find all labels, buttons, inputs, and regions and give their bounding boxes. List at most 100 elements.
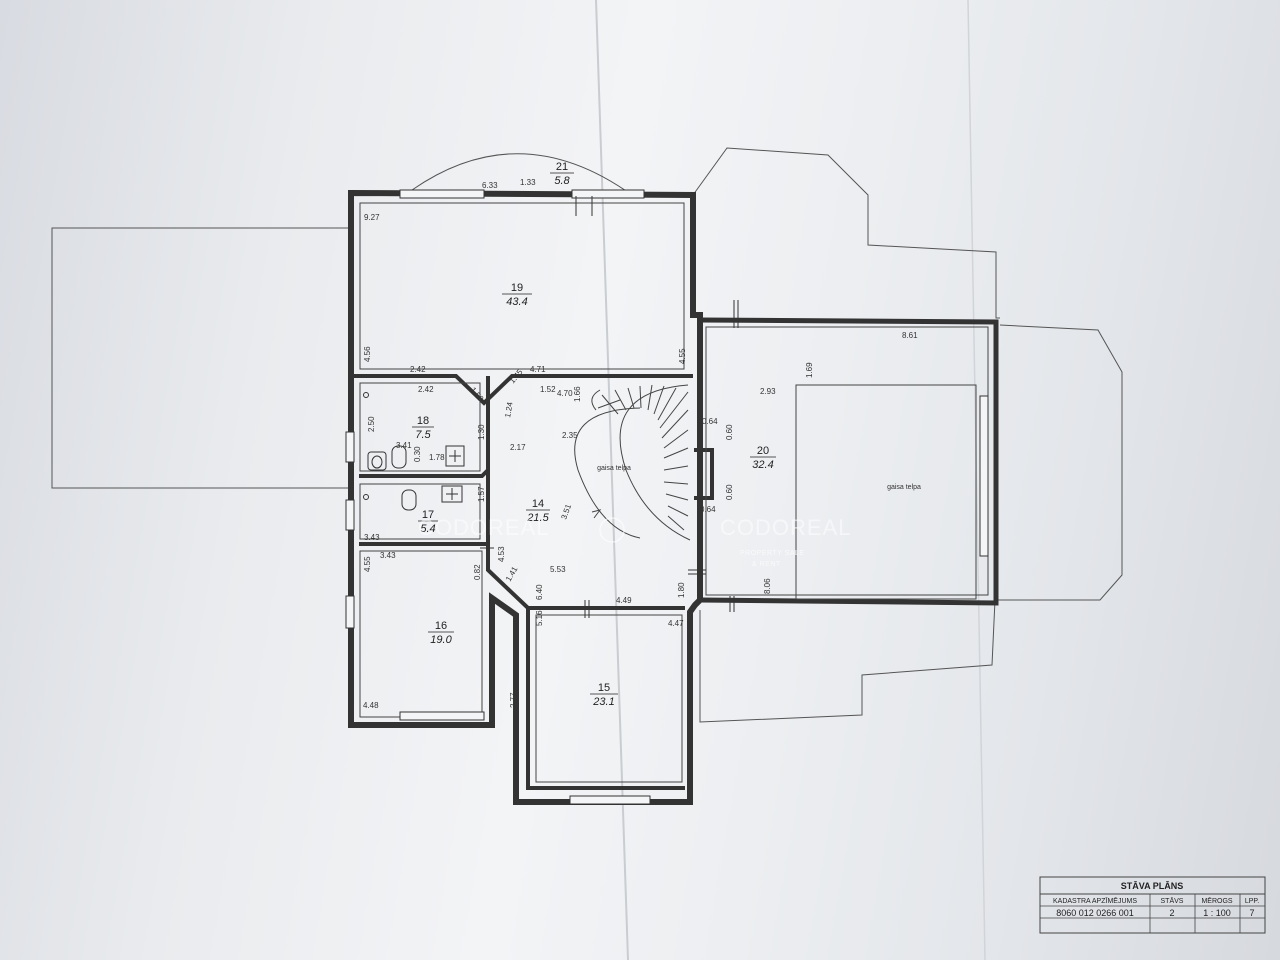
room-20-number: 20 (757, 445, 769, 457)
dim-label: 1.57 (477, 486, 486, 502)
dim-label: 2.17 (510, 443, 526, 452)
dim-label: 4.47 (668, 619, 684, 628)
void-label-stair: gaisa telpa (597, 465, 631, 472)
dim-label: 4.53 (497, 546, 506, 562)
dim-label: 3.43 (380, 551, 396, 560)
room-18-area: 7.5 (415, 429, 431, 441)
title-block-value-cadastre: 8060 012 0266 001 (1056, 908, 1134, 918)
dim-label: 1.24 (503, 401, 515, 418)
room-15-number: 15 (598, 682, 610, 694)
title-block-header-scale: MĒROGS (1201, 897, 1232, 905)
room-17-area: 5.4 (420, 523, 435, 535)
room-18-number: 18 (417, 415, 429, 427)
dim-label: 4.56 (363, 346, 372, 362)
main-walls (348, 189, 703, 805)
room-14-area: 21.5 (526, 512, 549, 524)
room-21-area: 5.8 (554, 175, 570, 187)
room-15-area: 23.1 (592, 696, 614, 708)
watermark: CODOREAL CODOREAL PROPERTY SALE & RENT (418, 515, 851, 568)
room-20-area: 32.4 (752, 459, 773, 471)
dim-label: 4.70 (557, 389, 573, 398)
room-19-label: 19 43.4 (502, 282, 532, 308)
sanitary-fixtures (363, 392, 465, 511)
dim-label: 6.33 (482, 181, 498, 190)
dim-label: 3.51 (559, 502, 573, 520)
bottom-right-outline (699, 599, 996, 723)
room-16-number: 16 (435, 620, 447, 632)
windows (345, 189, 989, 805)
dim-label: 8.06 (763, 578, 772, 594)
dim-label: 5.53 (550, 565, 566, 574)
room-19-number: 19 (511, 282, 523, 294)
inner-wall-liners (359, 202, 989, 783)
title-block-header-page: LPP. (1245, 898, 1259, 905)
dim-label: 1.69 (805, 362, 814, 378)
room-19-area: 43.4 (506, 296, 527, 308)
dim-label: 2.42 (418, 385, 434, 394)
dim-label: 4.55 (363, 556, 372, 572)
fold-line-vertical (595, 0, 629, 960)
room20-walls (699, 317, 999, 606)
watermark-brand-right: CODOREAL (720, 515, 851, 540)
watermark-tagline-2: & RENT (752, 561, 781, 568)
watermark-logo-icon (599, 517, 625, 543)
title-block: STĀVA PLĀNS KADASTRA APZĪMĒJUMS STĀVS MĒ… (1039, 876, 1266, 934)
door-marks (480, 196, 739, 618)
title-block-value-page: 7 (1249, 908, 1254, 918)
dim-label: 3.43 (364, 533, 380, 542)
dim-label: 1.30 (477, 424, 486, 440)
title-block-value-floor: 2 (1169, 908, 1174, 918)
title-block-header-floor: STĀVS (1161, 897, 1184, 905)
bay-window-arc (411, 153, 633, 196)
dim-label: 4.49 (616, 596, 632, 605)
right-wing-outline (996, 324, 1123, 601)
dim-label: 2.50 (367, 416, 376, 432)
dim-label: 0.64 (700, 505, 716, 514)
room-17-label: 175.4 (418, 509, 438, 535)
dim-label: 0.60 (725, 424, 734, 440)
dim-label: 4.55 (678, 348, 687, 364)
room-20-label: 20 32.4 (750, 445, 776, 471)
room-16-area: 19.0 (430, 634, 452, 646)
top-right-outline (692, 147, 1000, 319)
dim-label: 4.48 (363, 701, 379, 710)
dim-label: 1.80 (677, 582, 686, 598)
room-17-number: 17 (422, 509, 434, 521)
staircase (574, 384, 691, 541)
title-block-header-cadastre: KADASTRA APZĪMĒJUMS (1053, 897, 1137, 905)
dim-label: 0.82 (473, 564, 482, 580)
outline-shapes (51, 147, 1123, 723)
dim-label: 8.61 (902, 331, 918, 340)
room-21-label: 215.8 (550, 161, 574, 187)
room-16-label: 16 19.0 (428, 620, 454, 646)
dim-label: 6.40 (535, 584, 544, 600)
inner-walls (351, 374, 714, 790)
dim-label: 0.64 (702, 417, 718, 426)
title-block-title: STĀVA PLĀNS (1121, 881, 1184, 891)
dim-label: 1.52 (540, 385, 556, 394)
dim-label: 1.66 (573, 386, 582, 402)
dim-label: 0.30 (413, 446, 422, 462)
dim-label: 2.42 (410, 365, 426, 374)
dimension-labels: 6.33 1.33 9.27 4.56 2.42 1.59 1.45 4.71 … (363, 178, 918, 710)
dim-label: 2.93 (760, 387, 776, 396)
room-18-label: 187.5 (412, 415, 434, 441)
dim-label: 1.41 (504, 565, 520, 583)
dim-label: 5.16 (535, 610, 544, 626)
watermark-tagline-1: PROPERTY SALE (740, 550, 805, 557)
void-label-room20: gaisa telpa (887, 484, 921, 491)
title-block-value-scale: 1 : 100 (1203, 908, 1231, 918)
dim-label: 9.27 (364, 213, 380, 222)
room-14-number: 14 (532, 498, 544, 510)
dim-label: 4.71 (530, 365, 546, 374)
dim-label: 1.78 (429, 453, 445, 462)
dim-label: 3.41 (396, 441, 412, 450)
dim-label: 2.35 (562, 431, 578, 440)
dim-label: 0.60 (725, 484, 734, 500)
room-15-label: 15 23.1 (590, 682, 618, 708)
dim-label: 2.77 (509, 692, 518, 708)
room-21-number: 21 (556, 161, 568, 173)
